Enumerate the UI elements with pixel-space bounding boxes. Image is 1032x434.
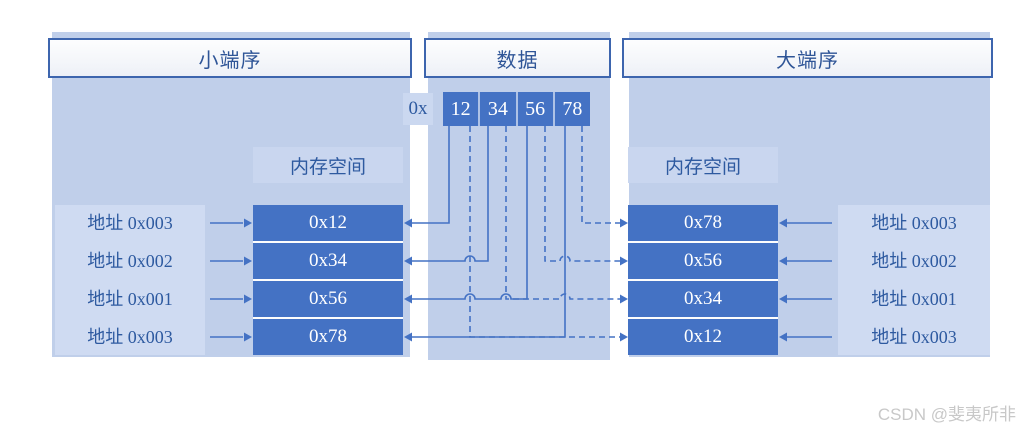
address-label: 地址 0x001 xyxy=(87,289,173,309)
data-byte: 12 xyxy=(443,92,479,126)
data-panel xyxy=(428,32,610,360)
data-byte: 56 xyxy=(517,92,553,126)
little-endian-header: 小端序 xyxy=(48,38,412,78)
data-byte: 34 xyxy=(480,92,516,126)
address-label: 地址 0x003 xyxy=(87,213,173,233)
address-label: 地址 0x002 xyxy=(87,251,173,271)
address-label: 地址 0x003 xyxy=(871,327,957,347)
data-header: 数据 xyxy=(424,38,611,78)
address-label: 地址 0x002 xyxy=(871,251,957,271)
address-label: 地址 0x001 xyxy=(871,289,957,309)
memory-cell: 0x12 xyxy=(628,319,778,355)
memory-cell: 0x56 xyxy=(253,281,403,317)
address-strip-right xyxy=(838,205,990,355)
hex-prefix-label: 0x xyxy=(403,93,433,125)
watermark: CSDN @斐夷所非 xyxy=(877,405,1016,424)
memory-cell: 0x78 xyxy=(253,319,403,355)
memory-cell: 0x34 xyxy=(253,243,403,279)
memory-space-label-right: 内存空间 xyxy=(628,147,778,183)
data-byte: 78 xyxy=(554,92,590,126)
memory-cell: 0x78 xyxy=(628,205,778,241)
memory-cell: 0x12 xyxy=(253,205,403,241)
address-label: 地址 0x003 xyxy=(87,327,173,347)
memory-cell: 0x34 xyxy=(628,281,778,317)
address-strip-left xyxy=(55,205,205,355)
memory-cell: 0x56 xyxy=(628,243,778,279)
memory-space-label-left: 内存空间 xyxy=(253,147,403,183)
big-endian-header: 大端序 xyxy=(622,38,993,78)
address-label: 地址 0x003 xyxy=(871,213,957,233)
